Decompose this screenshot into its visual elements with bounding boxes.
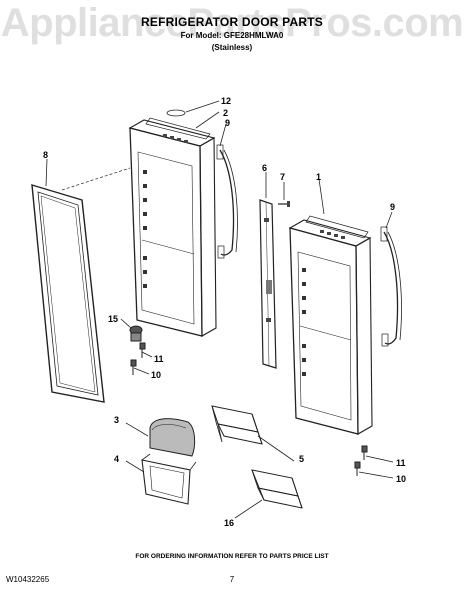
callout-8: 8 [43,150,48,160]
callout-labels: 12 2 9 8 6 7 1 9 15 11 10 3 4 5 11 10 16 [43,96,406,528]
leader-dash [61,167,131,191]
part-7-screw [278,201,290,207]
callout-10-right: 10 [396,474,406,484]
part-5-door-bin [211,405,263,445]
callout-11-right: 11 [396,458,406,468]
page-number: 7 [229,575,235,584]
callout-15: 15 [108,314,118,324]
callout-5: 5 [299,454,304,464]
part-3-dairy-cover [149,418,196,457]
callout-12: 12 [221,96,231,106]
callout-2: 2 [223,108,228,118]
callout-7: 7 [280,172,285,182]
part-9-left-handle [216,144,238,259]
part-16-door-bin [251,469,303,509]
callout-3: 3 [114,415,119,425]
model-subtitle: For Model: GFE28HMLWA0 [180,31,284,40]
callout-1: 1 [316,172,321,182]
callout-4: 4 [114,454,119,464]
page-title: REFRIGERATOR DOOR PARTS [141,15,323,29]
leader-lines [45,100,394,519]
callout-16: 16 [224,518,234,528]
left-door-assembly [128,109,217,337]
callout-6: 6 [262,163,267,173]
ordering-note: FOR ORDERING INFORMATION REFER TO PARTS … [135,553,329,560]
part-6-flipper-mullion [259,199,277,369]
watermark: AppliancePartsPros.com [0,1,464,45]
right-hinge-screws [354,445,368,476]
part-8-door-gasket [31,184,105,403]
part-15-hinge-cam [129,325,143,342]
finish-variant: (Stainless) [211,43,253,52]
document-number: W10432265 [6,575,50,584]
part-9-right-handle [380,226,402,347]
left-hinge-screws [130,342,146,375]
callout-9-left: 9 [225,118,230,128]
part-4-dairy-bin [141,453,197,505]
right-door-assembly [288,215,373,435]
callout-10-left: 10 [151,370,161,380]
callout-11-left: 11 [154,354,164,364]
callout-9-right: 9 [390,202,395,212]
